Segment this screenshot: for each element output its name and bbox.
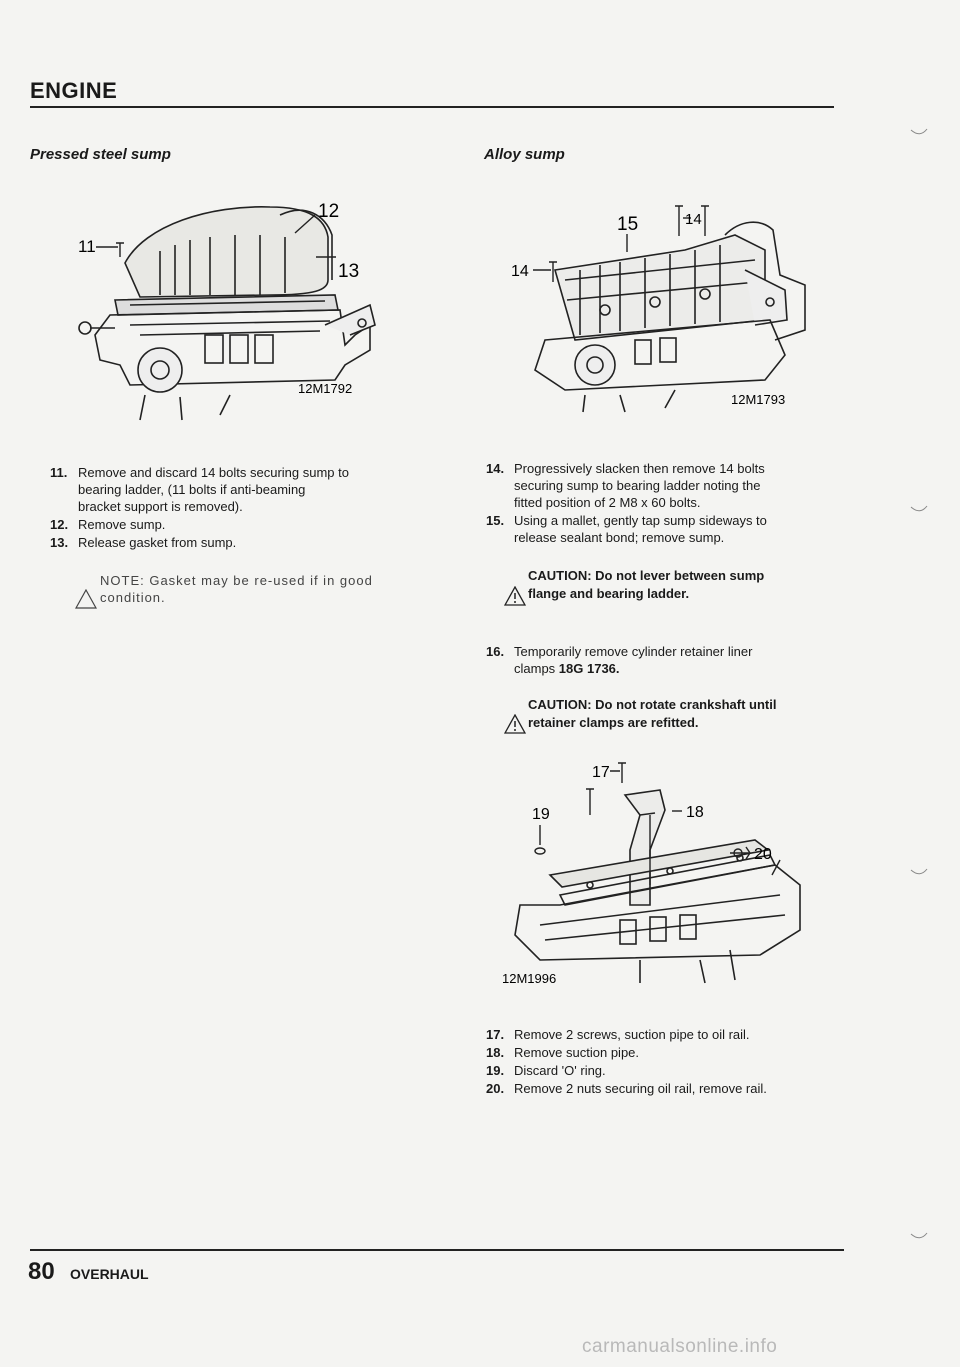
engine-drawing [534, 221, 806, 413]
engine-drawing [514, 789, 801, 984]
step-17: 17.Remove 2 screws, suction pipe to oil … [486, 1027, 750, 1042]
step-13: 13.Release gasket from sump. [50, 535, 237, 550]
right-section-title: Alloy sump [484, 146, 565, 163]
callout-14-left: 14 [511, 263, 529, 280]
callout-leaders [96, 214, 336, 258]
step-12: 12.Remove sump. [50, 517, 166, 532]
note-triangle-icon [75, 589, 97, 609]
callout-leaders [533, 205, 709, 282]
page-number: 80 [28, 1258, 55, 1285]
step-15: 15.Using a mallet, gently tap sump sidew… [486, 513, 767, 545]
step-18: 18.Remove suction pipe. [486, 1045, 640, 1060]
figure-ref: 12M1996 [502, 971, 556, 986]
callout-leaders [534, 762, 781, 885]
crop-mark-icon [910, 868, 928, 875]
step-20: 20.Remove 2 nuts securing oil rail, remo… [486, 1081, 767, 1096]
watermark: carmanualsonline.info [582, 1336, 778, 1357]
right-step-16: 16.Temporarily remove cylinder retainer … [486, 643, 856, 678]
callout-18: 18 [686, 804, 704, 821]
footer-rule [30, 1249, 844, 1251]
callout-14-top: 14 [685, 211, 702, 228]
crop-mark-icon [910, 505, 928, 512]
step-19: 19.Discard 'O' ring. [486, 1063, 606, 1078]
callout-13: 13 [338, 261, 359, 282]
figure-pressed-steel-sump: 11 12 13 12M1792 [78, 201, 376, 421]
right-steps-a: 14.Progressively slacken then remove 14 … [486, 460, 856, 547]
figure-ref: 12M1792 [298, 381, 352, 396]
caution-warning-icon [504, 714, 526, 734]
left-section-title: Pressed steel sump [30, 146, 171, 163]
engine-drawing [78, 206, 376, 421]
crop-mark-icon [910, 1232, 928, 1239]
figure-oil-rail: 17 18 19 20 12M1996 [502, 762, 801, 986]
step-11: 11.Remove and discard 14 bolts securing … [50, 465, 349, 514]
page-header-title: ENGINE [30, 78, 118, 103]
crop-mark-icon [910, 128, 928, 135]
callout-17: 17 [592, 764, 610, 781]
right-steps-b: 17.Remove 2 screws, suction pipe to oil … [486, 1026, 856, 1098]
step-14: 14.Progressively slacken then remove 14 … [486, 461, 765, 510]
callout-11: 11 [78, 237, 96, 256]
left-steps: 11.Remove and discard 14 bolts securing … [50, 464, 410, 552]
footer-section-label: OVERHAUL [70, 1266, 149, 1282]
callout-12: 12 [318, 201, 339, 222]
figure-ref: 12M1793 [731, 392, 785, 407]
callout-15: 15 [617, 214, 638, 235]
callout-20: 20 [754, 846, 772, 863]
header-rule [30, 106, 834, 108]
callout-19: 19 [532, 806, 550, 823]
figure-alloy-sump: 15 14 14 12M1793 [511, 205, 806, 413]
caution-warning-icon [504, 586, 526, 606]
step-16: 16.Temporarily remove cylinder retainer … [486, 644, 753, 676]
